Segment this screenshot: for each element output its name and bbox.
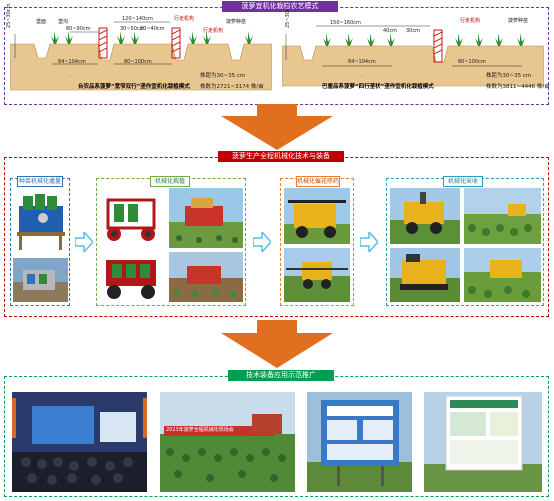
left-plant-label: 菠萝种苗 <box>226 19 247 25</box>
stage-4-photo-a <box>390 188 460 244</box>
flow-arrow-3 <box>359 230 380 256</box>
section-demonstration-title: 技术装备应用示范推广 <box>228 370 334 381</box>
stage-4-label: 机械化采收 <box>443 176 483 187</box>
demo-photo-board-2 <box>424 392 542 492</box>
stage-2-photo-b <box>169 188 243 248</box>
left-ridge-base-label: 84~104cm <box>58 59 86 65</box>
right-walk-label: 行走机构 <box>460 18 481 24</box>
right-bottom-right-label: 80~100cm <box>458 59 486 65</box>
right-planting-diagram <box>281 14 545 102</box>
section-mechanization-title: 菠萝生产全程机械化技术与装备 <box>218 151 344 162</box>
left-density-spec: 株数为2721~3174 株/亩 <box>200 84 264 90</box>
left-mode-caption: 台农品系菠萝“宽窄双行”垄作宜机化栽植模式 <box>78 84 190 90</box>
stage-3-label: 机械化催花喷药 <box>296 176 340 187</box>
right-row-span-label: 150~160cm <box>330 20 361 26</box>
right-inner-a-label: 40cm <box>383 28 397 34</box>
right-inner-b-label: 30cm <box>406 28 420 34</box>
stage-1-photo-a <box>13 188 68 254</box>
left-wide-row-label: 80~90cm <box>66 26 91 32</box>
stage-3-photo-b <box>284 248 350 302</box>
demo-photo-field-meeting <box>160 392 295 492</box>
stage-1-photo-b <box>13 258 68 302</box>
stage-1-label: 种苗机械化播量 <box>17 176 63 187</box>
stage-2-label: 机械化栽植 <box>150 176 190 187</box>
left-ditch-label: 垄沟 <box>58 19 69 25</box>
right-spacing-spec: 株距为30~35 cm <box>486 73 532 79</box>
left-spacing-spec: 株距为30~35 cm <box>200 73 246 79</box>
left-walk-label-1: 行走机构 <box>174 16 195 22</box>
right-plant-label: 菠萝种苗 <box>508 18 529 24</box>
stage-4-photo-c <box>390 248 460 302</box>
stage-2-photo-c <box>100 252 164 302</box>
demo-photo-board-1 <box>307 392 412 492</box>
stage-4-photo-b <box>464 188 541 244</box>
right-depth-label: 25~30cm <box>285 3 291 28</box>
flow-arrow-1 <box>74 230 95 256</box>
stage-2-photo-d <box>169 252 243 302</box>
demo-photo-conference <box>12 392 147 492</box>
left-ridge-label: 垄面 <box>36 19 47 25</box>
flow-arrow-2 <box>252 230 273 256</box>
down-arrow-1 <box>221 104 333 154</box>
section-agronomy-title: 菠萝宜机化栽植农艺模式 <box>222 1 338 12</box>
right-mode-caption: 巴厘品系菠萝“四行垄状”垄作宜机化栽植模式 <box>322 84 434 90</box>
left-walk-label-2: 行走机构 <box>203 28 224 34</box>
right-ridge-base-label: 84~104cm <box>348 59 376 65</box>
field-meeting-banner-text: 2023年菠萝全程机械化现场会 <box>166 427 234 433</box>
left-row-span-label: 120~140cm <box>122 16 153 22</box>
right-density-spec: 株数为3811~4446 株/亩 <box>486 84 550 90</box>
left-planting-diagram <box>9 14 273 102</box>
down-arrow-2 <box>221 320 333 372</box>
stage-2-photo-a <box>100 188 164 248</box>
stage-4-photo-d <box>464 248 541 302</box>
stage-3-photo-a <box>284 188 350 244</box>
left-space-label: 30~50cm <box>120 26 145 32</box>
left-narrow-row-label: 20~40cm <box>140 26 165 32</box>
left-bottom-right-label: 80~100cm <box>124 59 152 65</box>
left-depth-label: 25~30cm <box>6 3 12 28</box>
